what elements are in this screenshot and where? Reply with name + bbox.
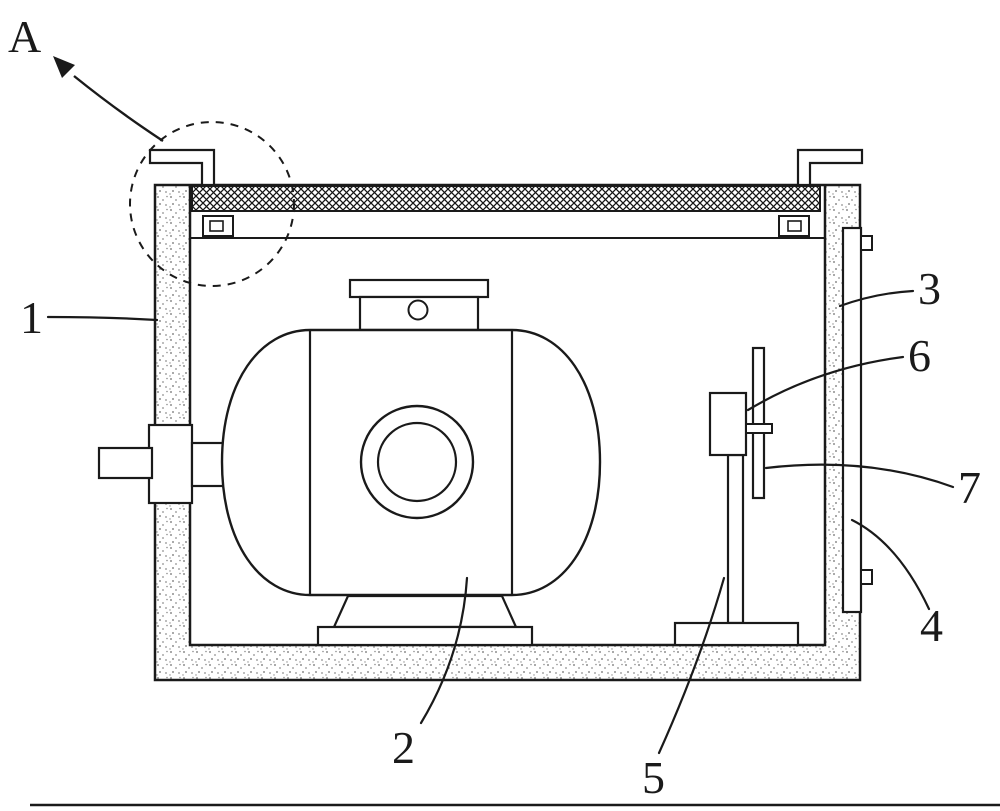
corner-hook-right	[796, 148, 864, 187]
drive-box	[708, 391, 748, 457]
leader-5	[657, 576, 726, 755]
tank-port-inner	[376, 421, 458, 503]
blade-connector	[745, 423, 773, 434]
label-5: 5	[642, 752, 665, 803]
mesh-strip	[191, 185, 821, 212]
corner-hook-left	[148, 148, 216, 187]
label-7: 7	[958, 462, 981, 513]
leader-2	[419, 576, 469, 725]
label-A: A	[8, 11, 41, 62]
pedestal-base-plate	[316, 625, 534, 647]
left-wall-fitting	[97, 423, 226, 505]
leader-4	[850, 518, 931, 611]
tank-seam-lines	[308, 330, 514, 595]
leader-6	[746, 355, 905, 412]
label-2: 2	[392, 722, 415, 773]
detail-dashed-circle	[129, 121, 295, 287]
leader-7	[764, 463, 955, 489]
fitting-outer-bar	[97, 446, 154, 480]
detail-arrow-head-icon	[53, 56, 75, 78]
right-side-plate	[841, 226, 873, 614]
side-plate-body	[841, 226, 863, 614]
label-1: 1	[20, 292, 43, 343]
pedestal	[332, 594, 518, 629]
label-3: 3	[918, 263, 941, 314]
neck-flange	[348, 278, 490, 299]
stand-base	[673, 621, 800, 647]
label-4: 4	[920, 600, 943, 651]
pump-body	[220, 278, 602, 647]
fitting-inner-stub	[190, 441, 226, 488]
mesh-clip-left-inner	[209, 220, 224, 232]
stand-post	[726, 453, 745, 625]
label-6: 6	[908, 330, 931, 381]
mesh-clip-right-inner	[787, 220, 802, 232]
leader-3	[838, 289, 915, 308]
neck-port-circle	[407, 299, 429, 321]
detail-arrow-tail	[73, 75, 164, 143]
leader-1	[46, 315, 159, 322]
leader-lines	[46, 289, 955, 755]
fitting-wall-plate	[147, 423, 194, 505]
side-plate-tab-top	[860, 235, 873, 251]
top-mesh-filter	[190, 185, 825, 239]
support-stand	[673, 346, 800, 647]
side-plate-tab-bottom	[860, 569, 873, 585]
detail-view-marker	[53, 56, 295, 287]
